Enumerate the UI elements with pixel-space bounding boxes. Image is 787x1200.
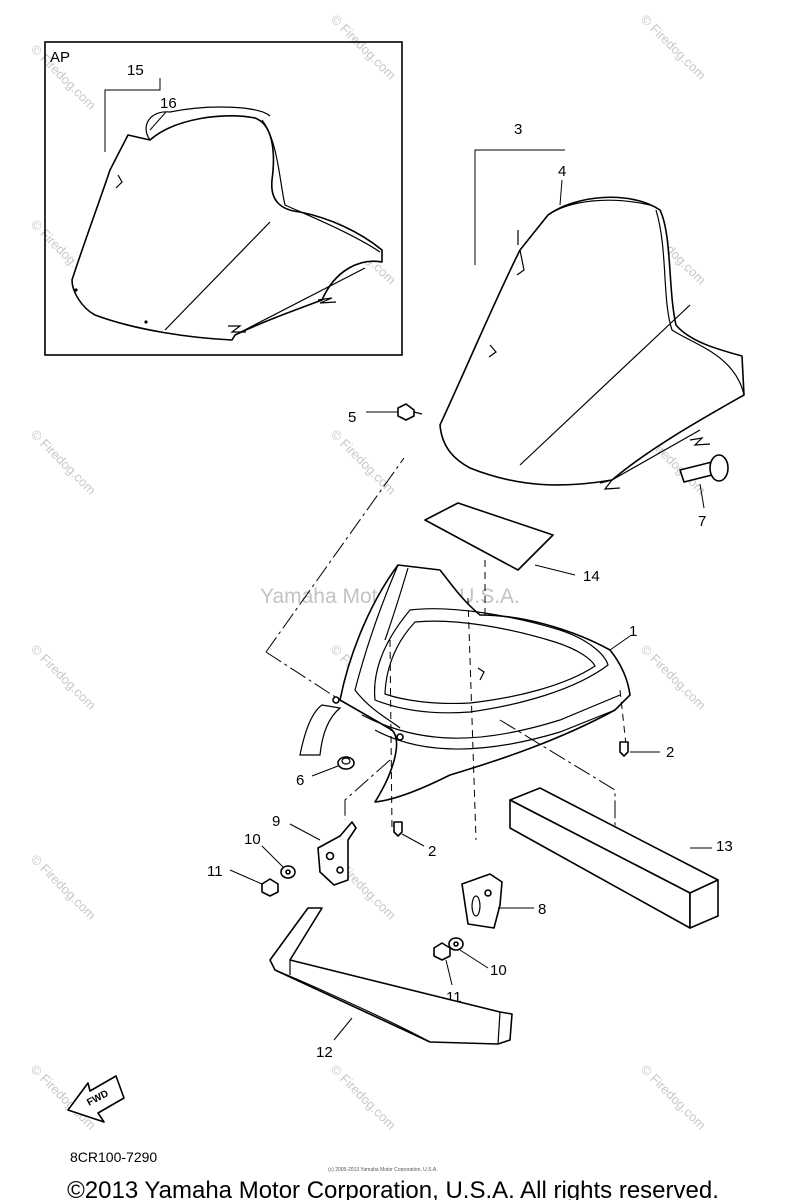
windshield-part-3 bbox=[265, 196, 745, 701]
bolt-part-5 bbox=[366, 403, 423, 421]
watermark: © Firedog.com bbox=[28, 427, 99, 498]
callout-15: 15 bbox=[127, 62, 144, 79]
watermark: © Firedog.com bbox=[638, 642, 709, 713]
leader-line bbox=[474, 149, 520, 265]
inset-windshield bbox=[71, 106, 383, 341]
assembly-line bbox=[499, 719, 616, 845]
callout-5: 5 bbox=[348, 409, 356, 426]
callout-13: 13 bbox=[716, 838, 733, 855]
grommet-part-6 bbox=[311, 756, 355, 777]
callout-8: 8 bbox=[538, 901, 546, 918]
callout-9: 9 bbox=[272, 813, 280, 830]
assembly-line bbox=[265, 457, 405, 653]
leader-line bbox=[559, 179, 563, 206]
assembly-line bbox=[265, 651, 341, 701]
callout-12: 12 bbox=[316, 1044, 333, 1061]
inset-label: AP bbox=[50, 49, 70, 66]
callout-11: 11 bbox=[207, 863, 223, 880]
bracket-part-9 bbox=[289, 821, 357, 886]
leader-line bbox=[609, 635, 631, 651]
cowl-part-1 bbox=[299, 564, 631, 845]
leader-line bbox=[149, 111, 167, 131]
callout-10: 10 bbox=[490, 962, 507, 979]
watermark: © Firedog.com bbox=[638, 12, 709, 83]
diagram-code: 8CR100-7290 bbox=[70, 1149, 157, 1165]
screw-part-2 bbox=[619, 741, 660, 757]
callout-6: 6 bbox=[296, 772, 304, 789]
fwd-arrow-icon: FWD bbox=[67, 1075, 125, 1123]
assembly-line bbox=[344, 759, 391, 820]
leader-line bbox=[104, 78, 161, 152]
callout-4: 4 bbox=[558, 163, 566, 180]
callout-2: 2 bbox=[428, 843, 436, 860]
callout-14: 14 bbox=[583, 568, 600, 585]
callout-1: 1 bbox=[629, 623, 637, 640]
seal-strip-part-12 bbox=[269, 907, 513, 1045]
screw-part-2 bbox=[393, 821, 425, 847]
watermark: © Firedog.com bbox=[328, 427, 399, 498]
nut-part-11 bbox=[229, 869, 279, 897]
callout-7: 7 bbox=[698, 513, 706, 530]
watermark: © Firedog.com bbox=[28, 642, 99, 713]
watermark: © Firedog.com bbox=[638, 1062, 709, 1133]
callout-10: 10 bbox=[244, 831, 261, 848]
small-print: (c) 2005-2013 Yamaha Motor Corporation, … bbox=[328, 1167, 438, 1173]
callout-2: 2 bbox=[666, 744, 674, 761]
callout-3: 3 bbox=[514, 121, 522, 138]
nut-part-11 bbox=[433, 942, 453, 986]
bracket-part-8 bbox=[461, 873, 534, 929]
pad-part-14 bbox=[424, 502, 576, 620]
watermark: © Firedog.com bbox=[328, 12, 399, 83]
knob-part-7 bbox=[679, 454, 729, 509]
washer-part-10 bbox=[448, 937, 489, 969]
watermark: © Firedog.com bbox=[28, 852, 99, 923]
copyright-footer: ©2013 Yamaha Motor Corporation, U.S.A. A… bbox=[67, 1177, 719, 1200]
inset-ap: AP 15 16 bbox=[44, 41, 403, 356]
washer-part-10 bbox=[261, 845, 296, 879]
watermark: © Firedog.com bbox=[328, 1062, 399, 1133]
foam-block-part-13 bbox=[509, 787, 719, 929]
callout-16: 16 bbox=[160, 95, 177, 112]
